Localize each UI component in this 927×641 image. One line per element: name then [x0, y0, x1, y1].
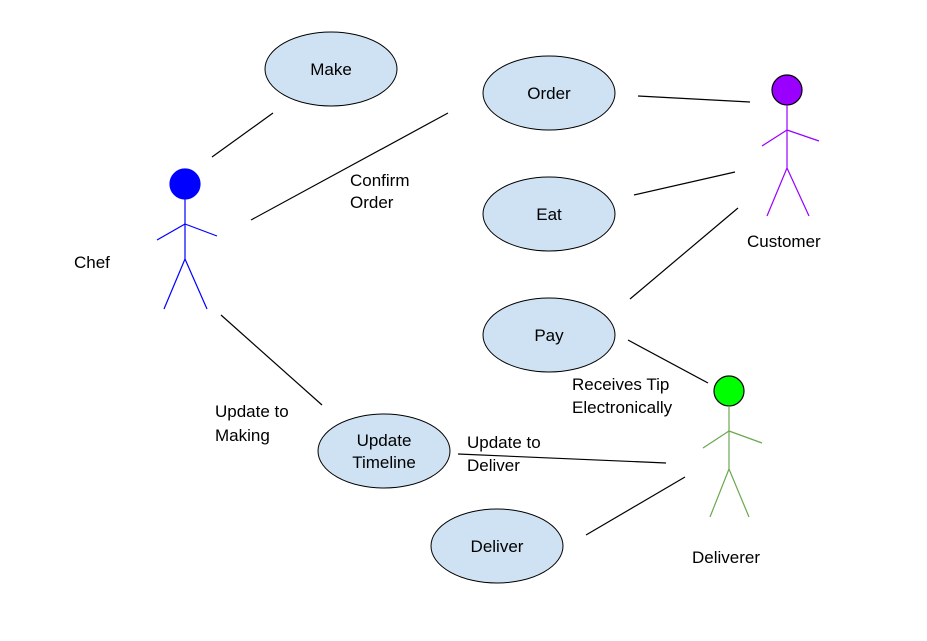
- actor-customer-figure-icon: [761, 74, 820, 217]
- edge-label-update-deliver-line1: Update to: [467, 433, 541, 452]
- edge-label-receives-tip-line2: Electronically: [572, 398, 673, 417]
- actor-customer-label: Customer: [747, 232, 821, 251]
- use-case-eat-label: Eat: [536, 205, 562, 224]
- use-case-make-label: Make: [310, 60, 352, 79]
- actor-chef-label: Chef: [74, 253, 110, 272]
- association-customer-pay: [629, 207, 739, 300]
- association-customer-order: [637, 95, 751, 103]
- edge-label-update-making-line1: Update to: [215, 402, 289, 421]
- use-case-order: Order: [482, 55, 616, 131]
- use-case-eat: Eat: [482, 176, 616, 252]
- association-deliverer-pay: [627, 339, 709, 384]
- edge-label-confirm-order-line2: Order: [350, 193, 394, 212]
- association-customer-eat: [633, 171, 736, 196]
- actor-deliverer-label: Deliverer: [692, 548, 760, 567]
- actor-deliverer-figure-icon: [702, 375, 763, 518]
- association-deliverer-update-timeline: [457, 453, 667, 464]
- use-case-update-timeline-label-line1: Update: [357, 431, 412, 450]
- actor-chef-figure-icon: [156, 168, 218, 310]
- use-case-deliver-label: Deliver: [471, 537, 524, 556]
- edge-label-update-making-line2: Making: [215, 426, 270, 445]
- edge-label-receives-tip-line1: Receives Tip: [572, 375, 669, 394]
- use-case-update-timeline-label-line2: Timeline: [352, 453, 416, 472]
- edge-label-update-deliver-line2: Deliver: [467, 456, 520, 475]
- use-case-make: Make: [264, 31, 398, 107]
- use-case-update-timeline: Update Timeline: [317, 413, 451, 489]
- use-case-deliver: Deliver: [430, 508, 564, 584]
- actor-deliverer: Deliverer: [692, 375, 763, 567]
- use-case-order-label: Order: [527, 84, 571, 103]
- association-deliverer-deliver: [585, 476, 686, 536]
- actor-chef: Chef: [74, 168, 218, 310]
- use-case-pay: Pay: [482, 297, 616, 373]
- association-chef-make: [211, 112, 274, 158]
- edge-label-confirm-order-line1: Confirm: [350, 171, 410, 190]
- association-chef-order: [250, 112, 449, 221]
- use-case-pay-label: Pay: [534, 326, 564, 345]
- actor-customer: Customer: [747, 74, 821, 251]
- association-chef-update-timeline: [220, 314, 323, 406]
